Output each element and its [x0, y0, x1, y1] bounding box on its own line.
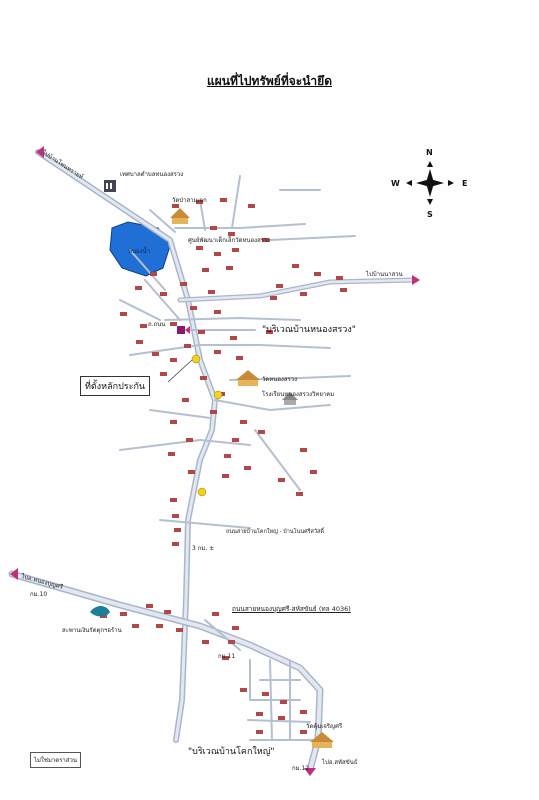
label-pond: สะพานเงินรัตตุกฯอร้าน — [62, 627, 122, 634]
label-district-office: เทศบาลตำบลหนองสรวง — [120, 171, 184, 178]
temple-icons — [170, 208, 334, 748]
label-temple-bottom: วัดคุ้มเจริญศรี — [306, 723, 343, 730]
road-arrows — [10, 146, 420, 776]
label-area-khokyai: "บริเวณบ้านโคกใหญ่" — [188, 747, 275, 757]
scale-note-box: ไม่ใช่มาตราส่วน — [30, 752, 81, 768]
label-area-nongsang: "บริเวณบ้านหนองสรวง" — [262, 325, 356, 335]
label-distance-1: 3 กม. ± — [192, 545, 215, 552]
compass-s: S — [427, 210, 433, 219]
asset-location-box: ที่ตั้งหลักประกัน — [80, 376, 151, 396]
label-to-east: ไปบ้านนาสวน — [366, 271, 403, 278]
label-temple-top: วัดป่าสามเอก — [172, 197, 207, 204]
label-road-1: ถนนสายบ้านโคกใหญ่ - บ้านโนนศรีสวัสดิ์ — [226, 529, 324, 535]
school-icon — [282, 392, 298, 405]
pond-icon — [90, 606, 110, 617]
district-office-building — [104, 180, 116, 192]
map-title: แผนที่ไปทรัพย์ที่จะนำยึด — [207, 74, 332, 88]
label-child-center: ศูนย์พัฒนาเด็กเล็กวัดหนองสรวง — [188, 237, 271, 244]
label-road-2: ถนนสายหนองบุญศรี-สหัสขันธ์ (ทล 4036) — [232, 605, 351, 613]
location-markers — [191, 354, 223, 497]
compass-rose — [406, 161, 454, 205]
lake-shape — [109, 221, 171, 277]
label-km-11: กม.11 — [218, 653, 236, 660]
label-temple-mid: วัดหนองสรวง — [262, 376, 298, 383]
compass-n: N — [426, 148, 433, 157]
label-to-sahatsakhan: ไปอ.สหัสขันธ์ — [322, 759, 358, 766]
road-network — [8, 149, 418, 774]
asset-leader-line — [167, 359, 193, 383]
label-km-12: กม.12 — [292, 765, 310, 772]
asset-pin — [177, 326, 190, 334]
compass-e: E — [462, 179, 468, 188]
label-lake: หนองน้ำ — [128, 248, 151, 255]
compass-w: W — [391, 179, 400, 188]
label-road-small: ถ.ถนน — [148, 321, 166, 328]
label-school: โรงเรียนหนองสรวงวิทยาคม — [262, 391, 335, 398]
label-km-10: กม.10 — [30, 591, 48, 598]
